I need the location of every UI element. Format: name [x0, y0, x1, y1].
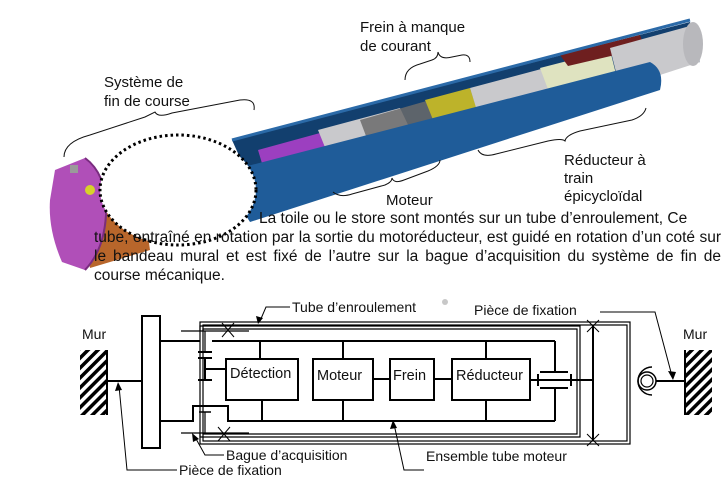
label-mur-left: Mur: [82, 326, 106, 342]
wall-right-hatch: [685, 350, 712, 415]
leader-piece-fixation-left: [118, 385, 177, 471]
brace-moteur: [332, 159, 441, 197]
wall-left-hatch: [80, 350, 107, 415]
svg-text:Moteur: Moteur: [317, 368, 362, 384]
tube-outer-frame: [199, 321, 631, 445]
block-reducteur: Réducteur: [451, 358, 531, 401]
paragraph-rest: tube, entraîné en rotation par la sortie…: [94, 229, 721, 284]
label-tube-enroulement: Tube d’enroulement: [292, 299, 416, 315]
brace-reducteur: [477, 107, 647, 156]
brace-fin-de-course: [63, 99, 255, 158]
label-piece-fixation-left: Pièce de fixation: [179, 462, 282, 478]
label-mur-right: Mur: [683, 326, 707, 342]
leader-piece-fixation-right: [600, 311, 673, 377]
leader-bague: [194, 436, 224, 456]
leader-ensemble-tube: [393, 423, 424, 471]
block-moteur: Moteur: [312, 358, 374, 401]
motor-tube-illustration: [49, 18, 703, 271]
leader-tube-enroulement: [259, 306, 290, 322]
svg-text:Frein: Frein: [393, 368, 426, 384]
label-frein-line2: de courant: [360, 38, 431, 55]
label-fin-de-course-line2: fin de course: [104, 93, 190, 110]
label-bague-acquisition: Bague d’acquisition: [226, 447, 347, 463]
label-frein-line1: Frein à manque: [360, 19, 466, 36]
description-paragraph-rest: tube, entraîné en rotation par la sortie…: [94, 228, 721, 285]
svg-text:Détection: Détection: [230, 366, 291, 382]
tube-front-shell: [232, 62, 662, 222]
end-cap-limit-switch: [49, 157, 108, 271]
paragraph-line1: La toile ou le store sont montés sur un …: [259, 210, 688, 227]
label-moteur: Moteur: [386, 192, 433, 209]
cutaway-ellipse: [98, 133, 258, 247]
label-reducteur-line2: train: [564, 170, 594, 187]
block-frein: Frein: [389, 358, 435, 401]
label-reducteur-line1: Réducteur à: [564, 152, 646, 169]
label-ensemble-tube-moteur: Ensemble tube moteur: [426, 448, 567, 464]
svg-text:Réducteur: Réducteur: [456, 368, 523, 384]
bracket-plate: [141, 315, 161, 449]
label-fin-de-course-line1: Système de: [104, 74, 184, 91]
block-detection: Détection: [225, 358, 299, 401]
label-piece-fixation-right: Pièce de fixation: [474, 302, 577, 318]
brace-frein: [404, 51, 471, 81]
label-reducteur-line3: épicycloïdal: [564, 188, 643, 205]
description-paragraph: La toile ou le store sont montés sur un …: [233, 209, 721, 228]
